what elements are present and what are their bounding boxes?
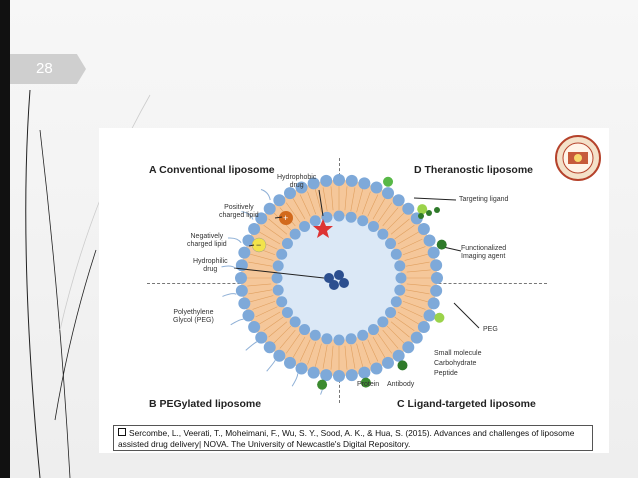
- charged-lipid-icons: + −: [251, 211, 293, 253]
- peg-right-label: PEG: [483, 326, 498, 333]
- citation-box: Sercombe, L., Veerati, T., Moheimani, F.…: [113, 425, 593, 451]
- quadrant-c-title: C Ligand-targeted liposome: [397, 398, 536, 410]
- university-seal-icon: [554, 134, 602, 187]
- small-molecule-label: Small molecule: [434, 350, 482, 357]
- svg-text:+: +: [283, 213, 288, 223]
- citation-text: Sercombe, L., Veerati, T., Moheimani, F.…: [118, 428, 575, 449]
- targeting-ligands: [221, 176, 447, 395]
- targeting-ligand-label: Targeting ligand: [459, 196, 509, 203]
- peptide-label: Peptide: [434, 370, 458, 377]
- protein-label: Protein: [357, 381, 380, 388]
- quadrant-a-title: A Conventional liposome: [149, 164, 275, 176]
- svg-text:−: −: [256, 240, 261, 250]
- core-drug-icon: [324, 270, 349, 290]
- quadrant-b-title: B PEGylated liposome: [149, 398, 262, 410]
- carbohydrate-label: Carbohydrate: [434, 360, 477, 367]
- slide-left-bar: [0, 0, 10, 478]
- hydrophobic-drug-star-icon: [313, 219, 333, 238]
- checkbox-bullet-icon: [118, 428, 126, 436]
- antibody-label: Antibody: [387, 381, 415, 388]
- liposome-bilayer: [235, 174, 443, 382]
- slide-number-tab: 28: [10, 54, 86, 84]
- quadrant-d-title: D Theranostic liposome: [414, 164, 534, 176]
- liposome-figure: A Conventional liposome D Theranostic li…: [99, 128, 609, 453]
- liposome-diagram: + −: [221, 174, 480, 395]
